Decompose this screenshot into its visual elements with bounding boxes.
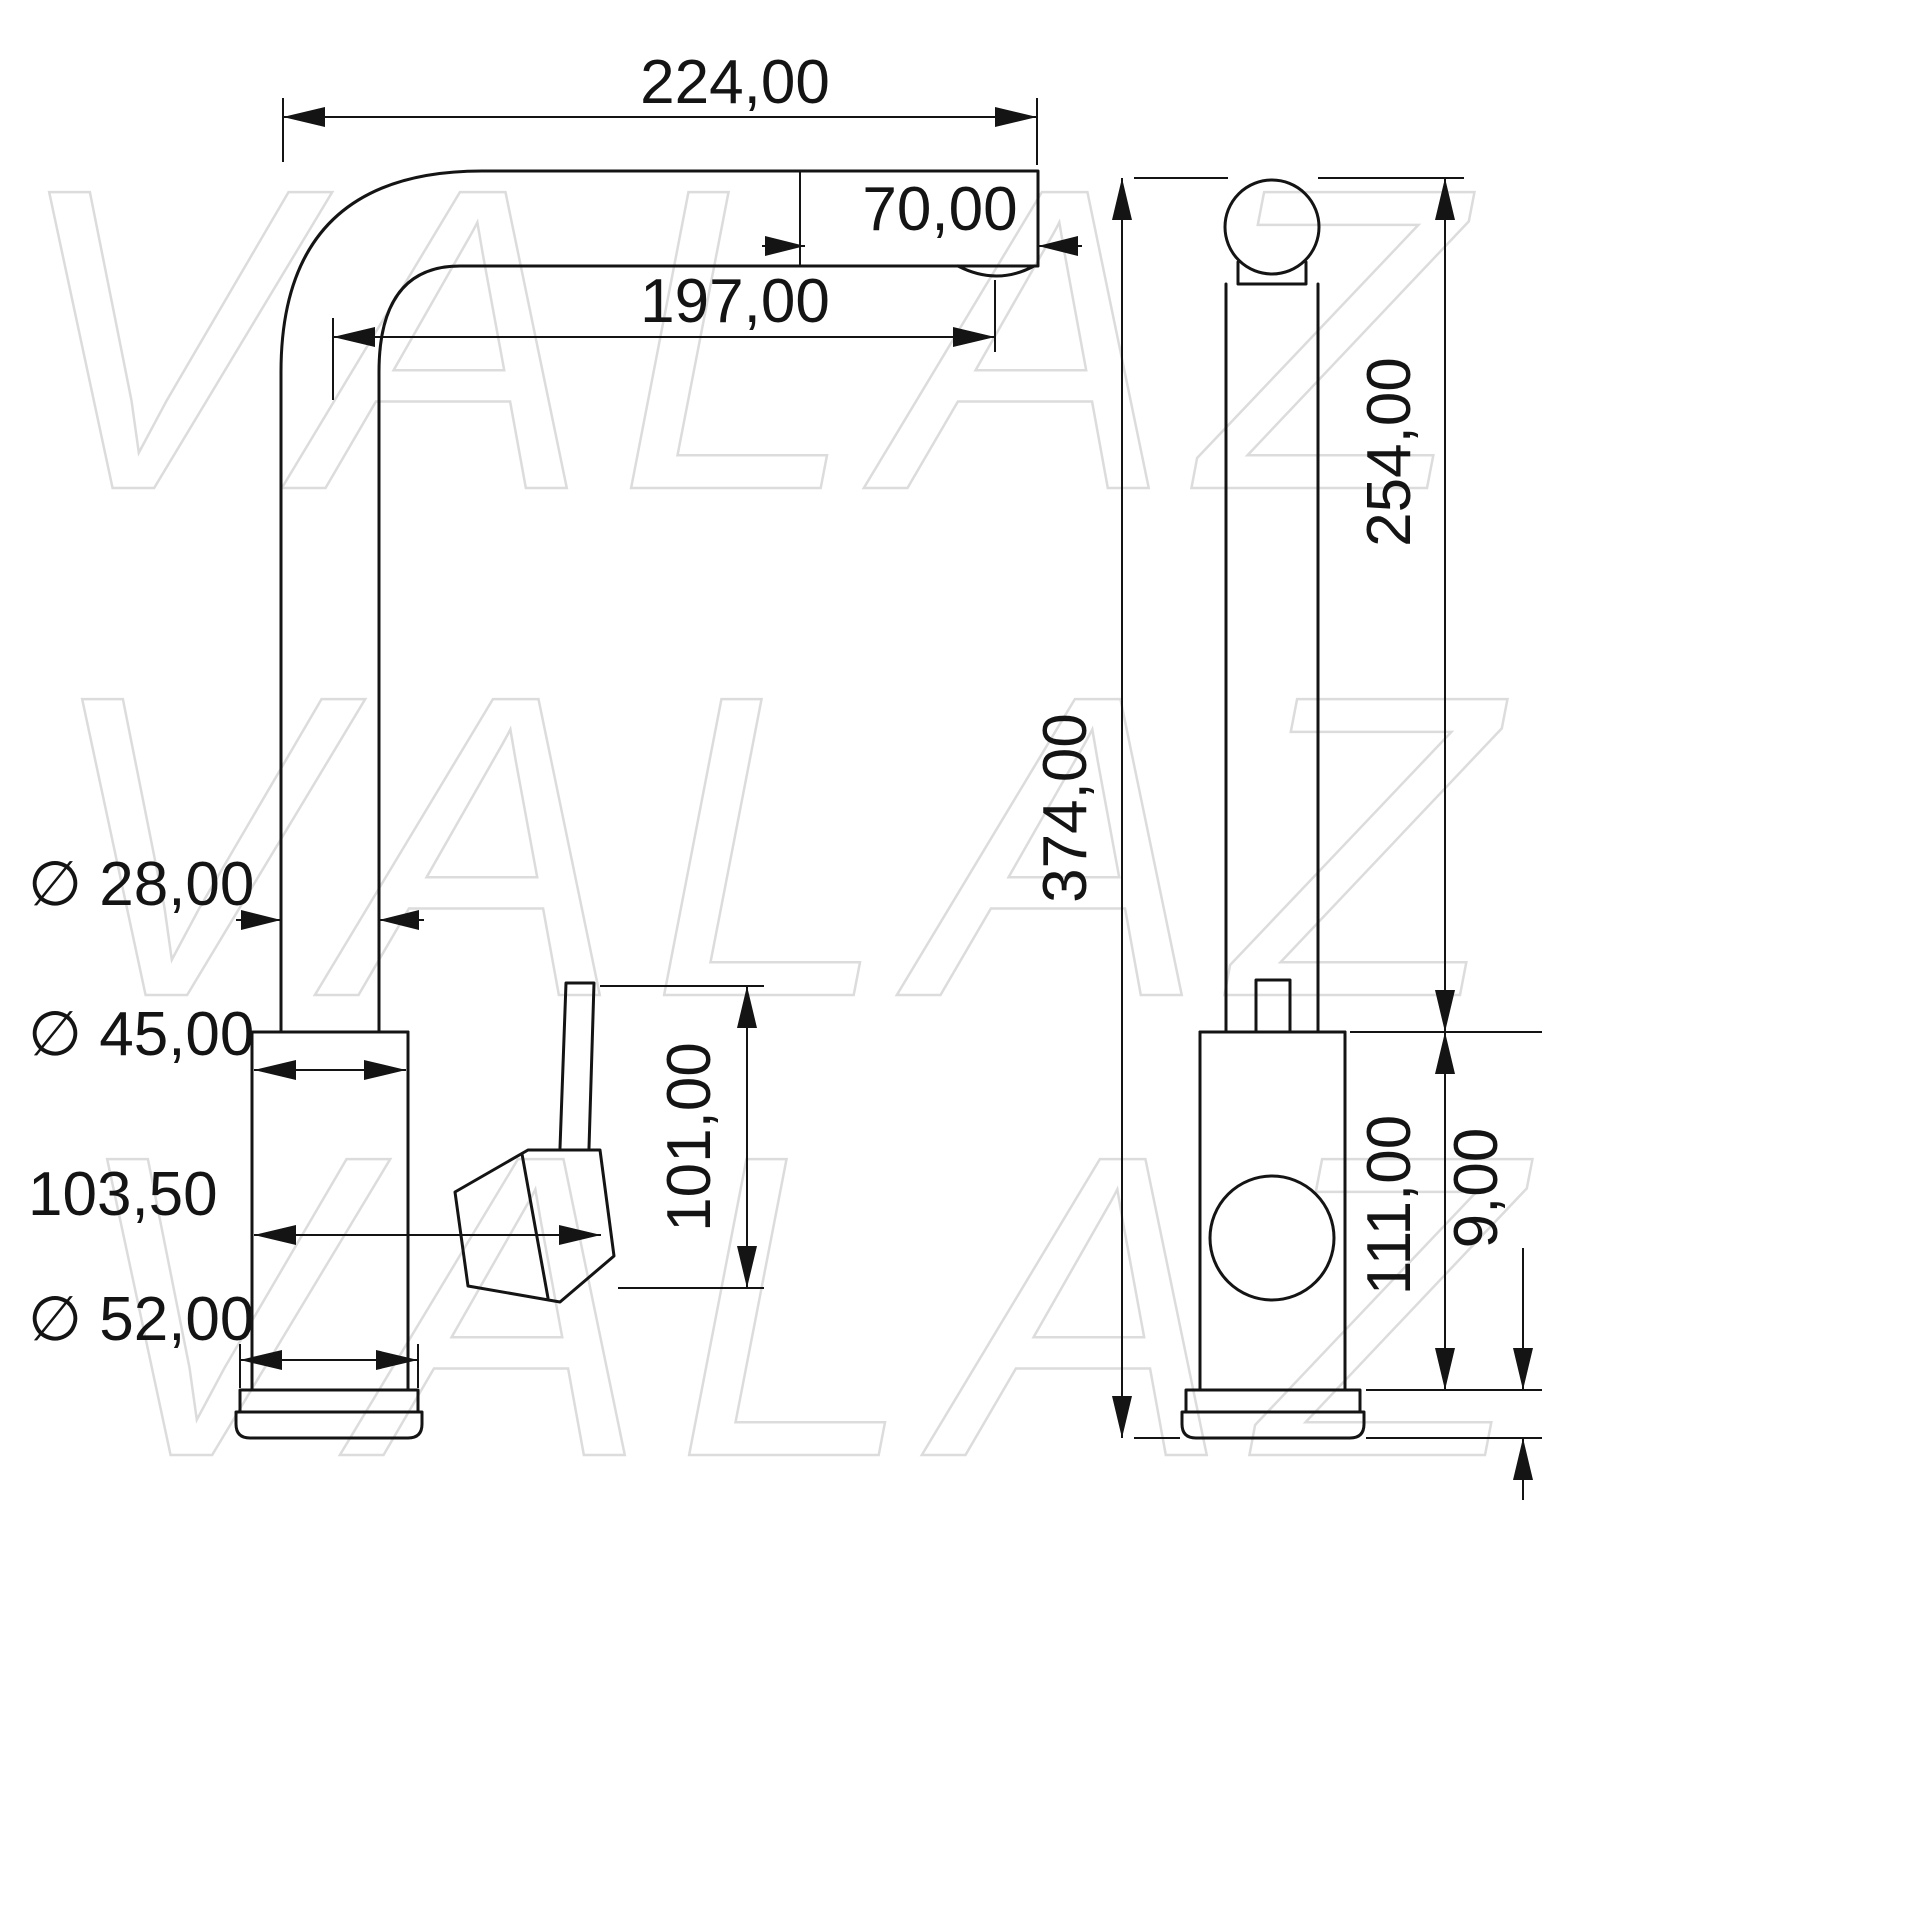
dim-label-spout-height: 254,00	[1355, 357, 1424, 547]
dim-total-reach: 224,00	[282, 48, 1038, 165]
dim-total-height: 374,00	[1031, 178, 1132, 1438]
watermark-text-bottom: VALAZ	[70, 1067, 1549, 1547]
spout-end-circle	[1223, 178, 1321, 276]
aerator	[956, 264, 1036, 278]
dim-label-handle-height: 101,00	[655, 1042, 724, 1232]
base-plate-front	[1180, 1410, 1366, 1440]
watermark-layer: VALAZ VALAZ VALAZ	[11, 99, 1549, 1549]
front-view: 374,00 254,00 111,00 9,00	[1031, 177, 1542, 1500]
dim-base-diameter: ∅ 52,00	[28, 1285, 419, 1388]
watermark-text-top: VALAZ	[12, 100, 1491, 580]
dim-spout-reach: 197,00	[332, 267, 996, 400]
dim-pipe-diameter: ∅ 28,00	[28, 850, 424, 930]
dim-label-handle-projection: 103,50	[28, 1160, 218, 1229]
dim-body-diameter: ∅ 45,00	[28, 1000, 406, 1080]
body-side	[234, 1030, 424, 1440]
dim-spout-end: 70,00	[762, 175, 1082, 256]
dim-base-plate-height: 9,00	[1442, 1128, 1533, 1500]
dim-label-spout-end: 70,00	[862, 175, 1017, 244]
riser-front	[1224, 282, 1320, 1034]
dim-spout-height: 254,00	[1355, 178, 1455, 1032]
dim-label-pipe-diameter: ∅ 28,00	[28, 850, 254, 919]
spout-outline	[279, 169, 1040, 1034]
dim-label-spout-reach: 197,00	[640, 267, 830, 336]
dim-label-body-diameter: ∅ 45,00	[28, 1000, 254, 1069]
side-view: 224,00 70,00 197,00 ∅ 28,00	[28, 48, 1082, 1440]
spout-joint	[1236, 260, 1308, 286]
dim-handle-projection: 103,50	[28, 1160, 601, 1245]
dim-label-total-reach: 224,00	[640, 48, 830, 117]
base-plate-side	[234, 1410, 424, 1440]
body-front	[1180, 978, 1366, 1440]
handle-knob-circle	[1208, 1174, 1336, 1302]
dim-body-height: 111,00	[1355, 1032, 1455, 1390]
watermark-text-middle: VALAZ	[45, 607, 1524, 1087]
dim-label-total-height: 374,00	[1031, 713, 1100, 903]
dim-handle-height: 101,00	[600, 985, 764, 1289]
handle-side	[453, 981, 616, 1304]
dim-label-body-height: 111,00	[1355, 1115, 1424, 1295]
dim-label-base-diameter: ∅ 52,00	[28, 1285, 254, 1354]
lever-top-front	[1254, 978, 1292, 1034]
extension-lines-front	[1134, 177, 1542, 1439]
dim-label-base-plate-height: 9,00	[1442, 1128, 1511, 1249]
